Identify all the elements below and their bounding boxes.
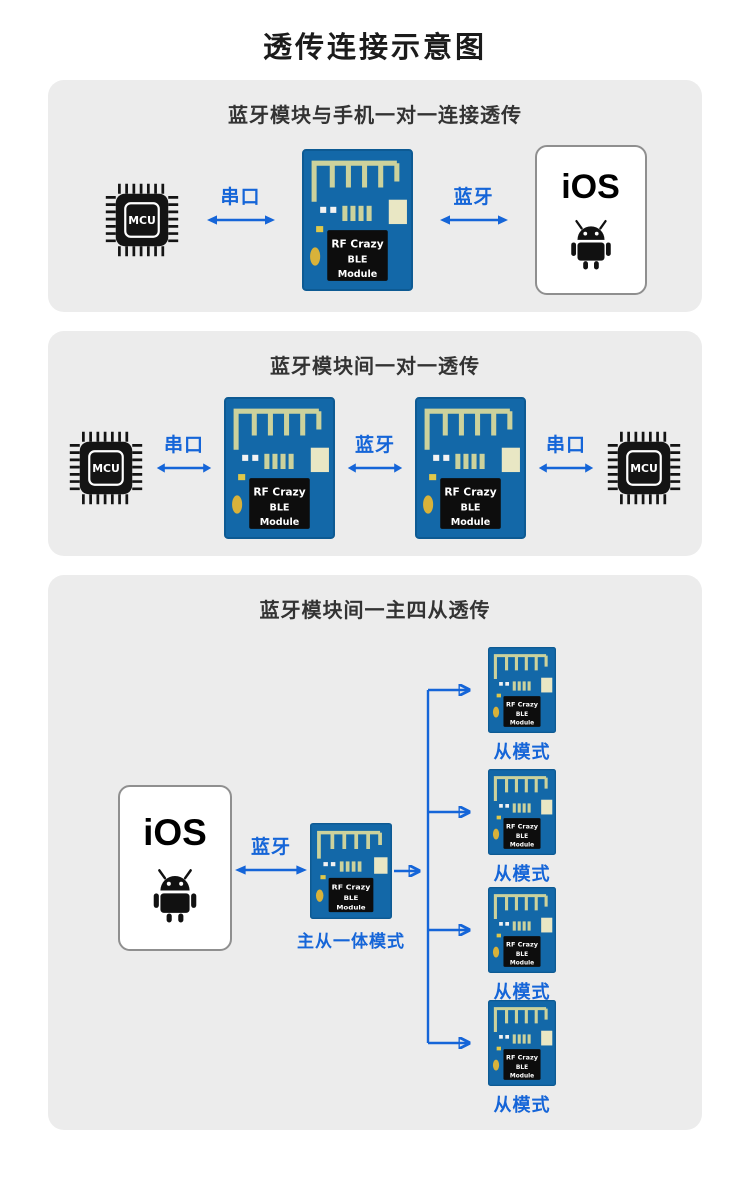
ios-device-box: iOS	[118, 785, 232, 951]
master-mode-label: 主从一体模式	[297, 932, 405, 951]
serial-label: 串口	[163, 434, 204, 456]
ios-label: iOS	[143, 811, 207, 853]
double-arrow-icon	[234, 864, 308, 876]
page-title: 透传连接示意图	[262, 32, 487, 64]
slave-mode-label: 从模式	[493, 982, 551, 1002]
diagram-row: 串口 蓝牙 iOS	[48, 128, 702, 312]
slave-mode-label: 从模式	[493, 864, 551, 884]
section-one-master-four-slaves: 蓝牙模块间一主四从透传 iOS 蓝牙 主从一体模式 从模式 从模式 从模式 从模…	[48, 575, 702, 1130]
double-arrow-icon	[438, 214, 509, 226]
ble-module-graphic	[415, 397, 526, 539]
section-title: 蓝牙模块与手机一对一连接透传	[228, 105, 522, 127]
section-title: 蓝牙模块间一主四从透传	[259, 600, 491, 622]
android-robot-icon	[152, 868, 198, 923]
slave-ble-module-graphic	[488, 769, 556, 855]
master-ble-module-graphic	[310, 823, 392, 919]
serial-arrow-group: 串口	[538, 435, 594, 475]
ble-module-graphic	[224, 397, 335, 539]
serial-label: 串口	[545, 434, 586, 456]
mcu-chip-icon	[606, 429, 682, 506]
slave-mode-label: 从模式	[493, 1095, 551, 1115]
bluetooth-arrow-group: 蓝牙	[438, 187, 509, 227]
bluetooth-arrow-group: 蓝牙	[234, 837, 308, 877]
slave-ble-module-graphic	[488, 1000, 556, 1086]
bluetooth-label: 蓝牙	[250, 837, 291, 858]
serial-arrow-group: 串口	[205, 187, 276, 227]
android-robot-icon	[569, 219, 612, 270]
mcu-chip-icon	[68, 429, 144, 506]
double-arrow-icon	[538, 461, 594, 474]
double-arrow-icon	[347, 461, 403, 474]
section-module-phone-one-to-one: 蓝牙模块与手机一对一连接透传 串口 蓝牙 iOS	[48, 80, 702, 312]
section-module-module-one-to-one: 蓝牙模块间一对一透传 串口 蓝牙 串口	[48, 331, 702, 556]
bluetooth-arrow-group: 蓝牙	[347, 435, 403, 475]
ble-module-graphic	[302, 149, 413, 291]
serial-label: 串口	[220, 187, 261, 208]
diagram-row: 串口 蓝牙 串口	[48, 379, 702, 556]
mcu-chip-icon	[103, 182, 180, 258]
serial-arrow-group: 串口	[156, 435, 212, 475]
ios-device-box: iOS	[534, 145, 647, 295]
slave-ble-module-graphic	[488, 647, 556, 733]
slave-mode-label: 从模式	[493, 742, 551, 762]
section-title: 蓝牙模块间一对一透传	[270, 356, 480, 378]
slave-ble-module-graphic	[488, 887, 556, 973]
ios-label: iOS	[561, 168, 620, 206]
bluetooth-label: 蓝牙	[453, 187, 494, 208]
double-arrow-icon	[156, 461, 212, 474]
double-arrow-icon	[205, 214, 276, 226]
bluetooth-label: 蓝牙	[354, 434, 395, 456]
